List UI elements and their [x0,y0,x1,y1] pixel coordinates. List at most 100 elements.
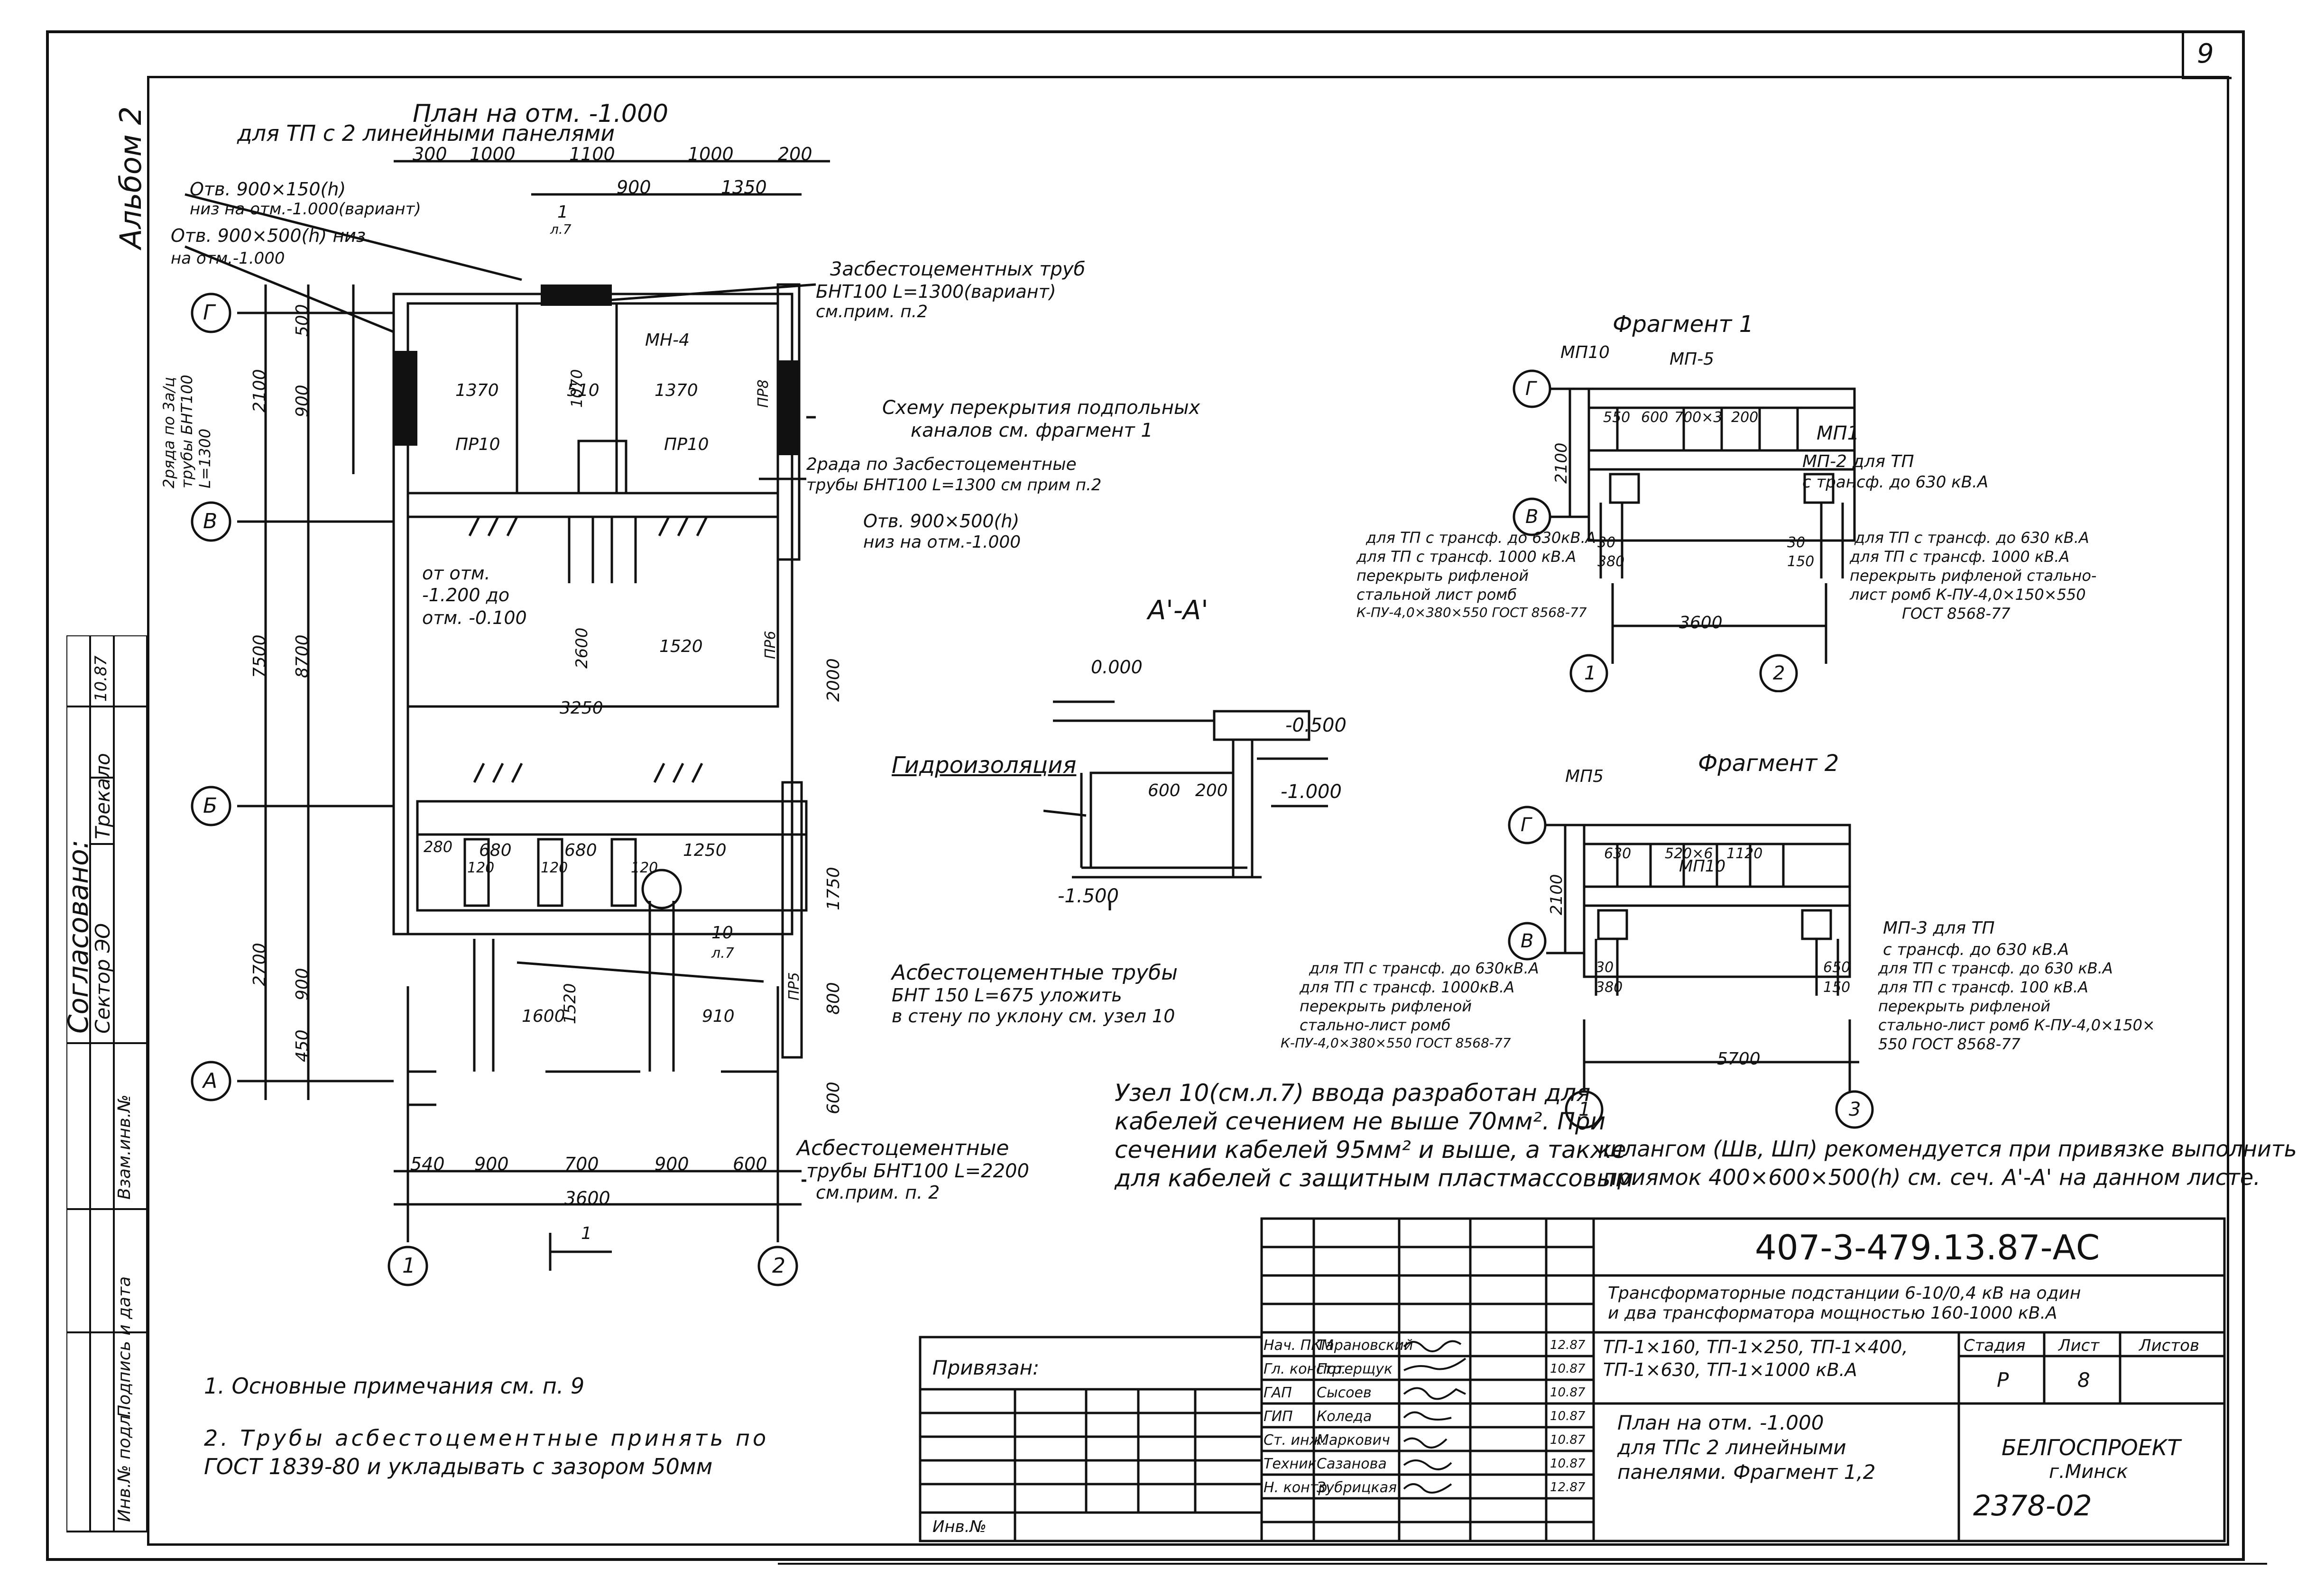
note-opening-3b: низ на отм.-1.000 [863,532,1021,552]
fragment1-note-right-4: лист ромб К-ПУ-4,0×150×550 [1850,586,2086,604]
fragment2-axis-v: В [1521,930,1534,952]
sig-name-3: Коледа [1317,1408,1372,1425]
note-opening-1b: низ на отм.-1.000(вариант) [190,200,421,219]
dim-1370a: 1370 [455,381,499,400]
note-level-2: -1.200 до [422,585,510,605]
dim-1000a: 1000 [470,144,516,165]
sig-role-1: Гл. констр. [1264,1361,1346,1377]
left-stamp [66,635,148,1532]
note-acpipes-b1: Асбестоцементные [797,1136,1009,1160]
dim-120c: 120 [631,860,658,876]
note-opening-2b: на отм.-1.000 [171,249,285,268]
axis-bubble-2 [757,1246,798,1286]
fragment1-dim-30a: 30 [1597,534,1616,551]
note-pipes-1: 3асбестоцементных труб [830,258,1086,280]
sig-role-6: Н. контр. [1264,1479,1332,1496]
dim-900-top: 900 [617,177,651,198]
sheet-title-2: для ТПс 2 линейными [1617,1436,1846,1459]
fragment2-note-right-5: 550 ГОСТ 8568-77 [1878,1035,2021,1053]
remark-line-4: для кабелей с защитным пластмассовым [1115,1165,1633,1192]
note-opening-1a: Отв. 900×150(h) [190,179,346,200]
drawing-code: 407-3-479.13.87-АС [1755,1228,2100,1267]
fragment2-dim-380: 380 [1596,979,1623,996]
fragment2-dim-520x6: 520×6 [1665,845,1713,862]
fragment2-note-left-4: стально-лист ромб [1300,1016,1451,1034]
dim-300: 300 [413,144,447,165]
fragment1-dim-200: 200 [1731,409,1759,426]
fragment2-drawing [1508,806,1874,1129]
fragment1-axis-1: 1 [1584,662,1596,684]
dim-540: 540 [410,1154,445,1174]
section-level-10: -1.000 [1281,781,1342,803]
sheet-frame [46,30,2245,1561]
note-2rows-2: трубы БНТ100 L=1300 см прим п.2 [806,476,1102,495]
sig-name-0: Тарановский [1317,1337,1413,1354]
fragment2-note-right-1: для ТП с трансф. до 630 кВ.А [1878,959,2113,977]
cut-marker-bottom: 1 [581,1224,592,1243]
section-level-0: 0.000 [1091,657,1143,678]
axis-bubble-g [191,293,231,333]
fragment1-axis-v: В [1525,506,1539,528]
fragment1-label-mp1: МП1 [1817,422,1860,444]
fragment2-dim-30: 30 [1596,959,1614,976]
label-mn4: МН-4 [645,330,690,350]
fragment1-note-right-3: перекрыть рифленой стально- [1850,567,2097,585]
fragment2-title: Фрагмент 2 [1698,750,1839,777]
fragment2-label-mp3: МП-3 для ТП [1883,918,1995,938]
fragment2-axis-3: 3 [1849,1099,1861,1120]
fragment1-dim-550: 550 [1603,409,1631,426]
fragment1-note-left-4: стальной лист ромб [1356,586,1517,604]
dim-3250: 3250 [560,698,603,718]
fragment1-note-left-1: для ТП с трансф. до 630кВ.А [1366,529,1596,547]
dim-1100: 1100 [569,144,615,165]
fragment1-axis-g: Г [1525,378,1536,400]
note-acpipes-b2: трубы БНТ100 L=2200 [806,1160,1029,1182]
fragment2-note-left-1: для ТП с трансф. до 630кВ.А [1309,959,1539,977]
sig-name-1: Потерщук [1317,1361,1393,1377]
fragment1-note-left-3: перекрыть рифленой [1356,567,1529,585]
fragment2-dim-150: 150 [1823,979,1851,996]
sig-date-4: 10.87 [1550,1433,1586,1447]
fragment1-drawing [1513,369,1856,692]
fragment1-note-right-1: для ТП с трансф. до 630 кВ.А [1854,529,2089,547]
note-pipes-2: БНТ100 L=1300(вариант) [816,281,1056,302]
variants-2: ТП-1×630, ТП-1×1000 кВ.А [1603,1359,1857,1380]
note-level-1: от отм. [422,563,490,584]
fragment1-title: Фрагмент 1 [1613,311,1754,338]
fragment1-dim-30b: 30 [1787,534,1806,551]
archive-number: 2378-02 [1973,1489,2092,1523]
fragment1-note-left-2: для ТП с трансф. 1000 кВ.А [1356,548,1577,566]
axis-label-b: Б [203,794,218,818]
note-line-2: 2. Трубы асбестоцементные принять по [204,1425,769,1451]
label-pr10b: ПР10 [664,435,709,454]
plan-title-2: для ТП с 2 линейными панелями [237,120,615,146]
dim-3600: 3600 [564,1188,610,1209]
fragment2-dim-630: 630 [1604,845,1632,862]
sig-date-6: 12.87 [1550,1480,1586,1495]
sheet-title-1: План на отм. -1.000 [1617,1411,1824,1434]
dim-680a: 680 [479,841,512,860]
sig-date-2: 10.87 [1550,1385,1586,1400]
note-level-3: отм. -0.100 [422,607,527,628]
sig-name-4: Маркович [1317,1432,1390,1449]
label-pr10a: ПР10 [455,435,500,454]
dim-510: 510 [567,381,600,400]
bottom-edge-line [778,1563,2267,1565]
fragment2-dim-1120: 1120 [1726,845,1763,862]
fragment2-note-right-4: стально-лист ромб К-ПУ-4,0×150× [1878,1016,2155,1034]
dim-910: 910 [702,1007,735,1026]
organization-name: БЕЛГОСПРОЕКТ [2002,1435,2181,1460]
sig-date-5: 10.87 [1550,1457,1586,1471]
sig-date-0: 12.87 [1550,1338,1586,1352]
axis-bubble-v [191,501,231,542]
sig-role-2: ГАП [1264,1385,1292,1401]
sheet-number: 9 [2197,38,2214,69]
dim-1600: 1600 [522,1007,565,1026]
note-2rows-1: 2рада по 3асбестоцементные [806,455,1077,474]
note-acpipes-1: Асбестоцементные трубы [892,961,1178,985]
fragment2-axis-g: Г [1521,814,1531,836]
sig-date-3: 10.87 [1550,1409,1586,1423]
